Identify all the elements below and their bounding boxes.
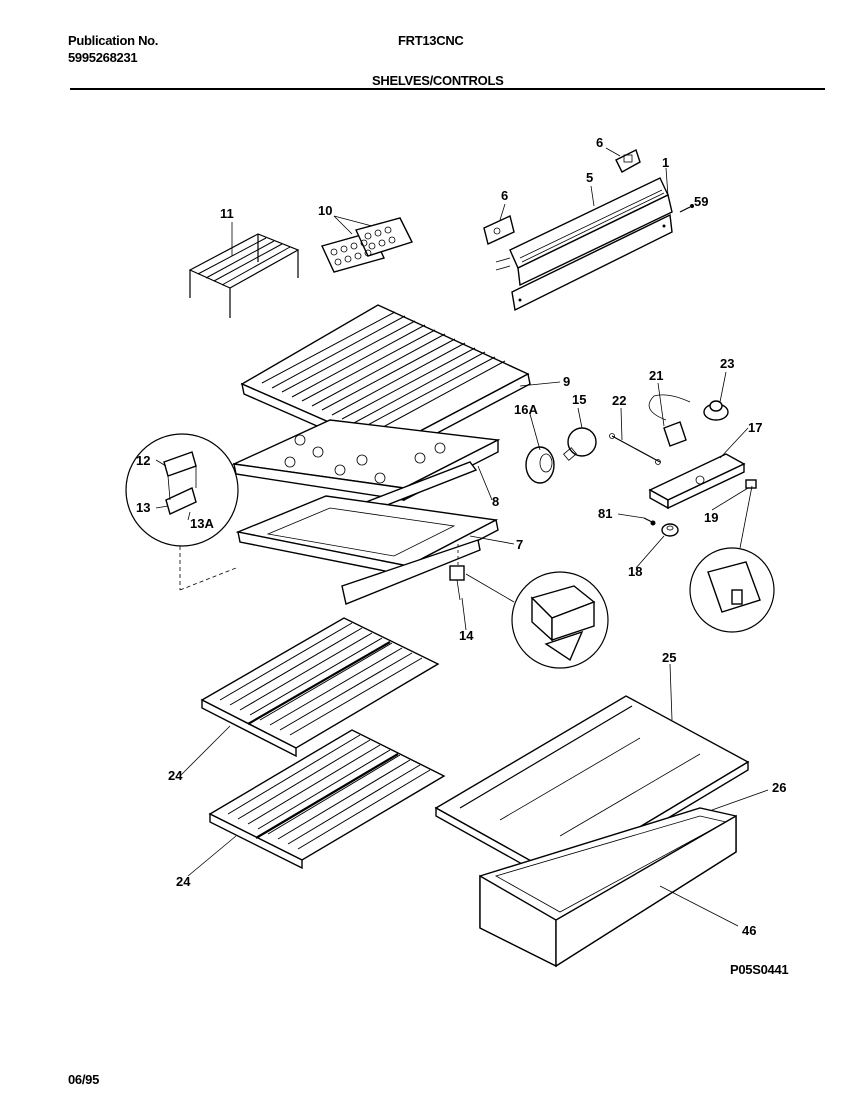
callout-22: 22: [612, 393, 626, 408]
connector-part-14: [449, 565, 465, 601]
light-housing-part-17: [648, 453, 746, 510]
callout-24-lower: 24: [176, 874, 191, 889]
section-title: SHELVES/CONTROLS: [372, 73, 504, 88]
callout-18: 18: [628, 564, 642, 579]
callout-7: 7: [516, 537, 523, 552]
callout-12: 12: [136, 453, 150, 468]
callout-14: 14: [459, 628, 474, 643]
publication-number: 5995268231: [68, 50, 138, 65]
knob-part-23: [703, 400, 729, 421]
callout-8: 8: [492, 494, 499, 509]
wire-shelf-part-24-lower: [208, 729, 446, 870]
callout-16a: 16A: [514, 402, 538, 417]
wire-shelf-part-24-upper: [200, 617, 440, 758]
cover-plate-part-7: [235, 495, 499, 605]
callout-23: 23: [720, 356, 734, 371]
detail-circle-12-13: [125, 433, 239, 547]
callout-13a: 13A: [190, 516, 214, 531]
callout-9: 9: [563, 374, 570, 389]
callout-1: 1: [662, 155, 669, 170]
detail-circle-14: [511, 571, 609, 669]
callout-21: 21: [649, 368, 663, 383]
callout-24-upper: 24: [168, 768, 183, 783]
wire-rack-part-11: [188, 233, 300, 318]
callout-19: 19: [704, 510, 718, 525]
lamp-socket-part-16a: [525, 446, 555, 484]
detail-circle-19: [689, 547, 775, 633]
callout-81: 81: [598, 506, 612, 521]
callout-46: 46: [742, 923, 756, 938]
detail-leader-12-13-b: [179, 567, 237, 591]
bracket-part-6-left: [483, 215, 515, 245]
control-part-21: [648, 394, 691, 447]
screw-part-81: [643, 517, 656, 526]
switch-part-19: [745, 479, 757, 489]
callout-labels: 6 1 5 6 59 11 10 9 16A 15 22 21 23 17 12…: [136, 135, 786, 938]
callout-13: 13: [136, 500, 150, 515]
dial-part-18: [661, 523, 679, 537]
callout-15: 15: [572, 392, 586, 407]
bracket-part-6-top: [615, 149, 641, 173]
screw-part-59: [679, 204, 694, 213]
callout-6-left: 6: [501, 188, 508, 203]
header-divider: [70, 88, 825, 90]
crisper-drawer-part-46: [479, 807, 737, 968]
callout-59: 59: [694, 194, 708, 209]
leader-lines: [155, 147, 769, 927]
drawing-code: P05S0441: [730, 962, 789, 977]
publication-label: Publication No.: [68, 33, 159, 48]
rod-part-22: [609, 433, 661, 465]
leader-detail-14: [465, 573, 515, 603]
control-rail-assembly: [495, 177, 673, 312]
model-number: FRT13CNC: [398, 33, 464, 48]
revision-date: 06/95: [68, 1072, 100, 1087]
callout-26: 26: [772, 780, 786, 795]
egg-trays-part-10: [321, 217, 413, 273]
callout-25: 25: [662, 650, 676, 665]
callout-17: 17: [748, 420, 762, 435]
callout-11: 11: [220, 206, 234, 221]
callout-10: 10: [318, 203, 332, 218]
leader-detail-19: [739, 485, 753, 549]
callout-5: 5: [586, 170, 593, 185]
light-bulb-part-15: [563, 427, 597, 461]
callout-6-top: 6: [596, 135, 603, 150]
